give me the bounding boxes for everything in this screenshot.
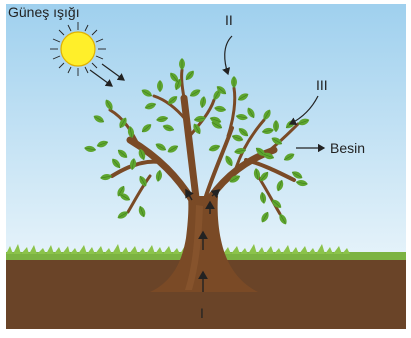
label-food: Besin: [330, 140, 365, 156]
label-iii: III: [316, 77, 328, 93]
label-i: I: [200, 305, 204, 321]
label-ii: II: [225, 12, 233, 28]
label-sunlight: Güneş ışığı: [8, 4, 80, 20]
